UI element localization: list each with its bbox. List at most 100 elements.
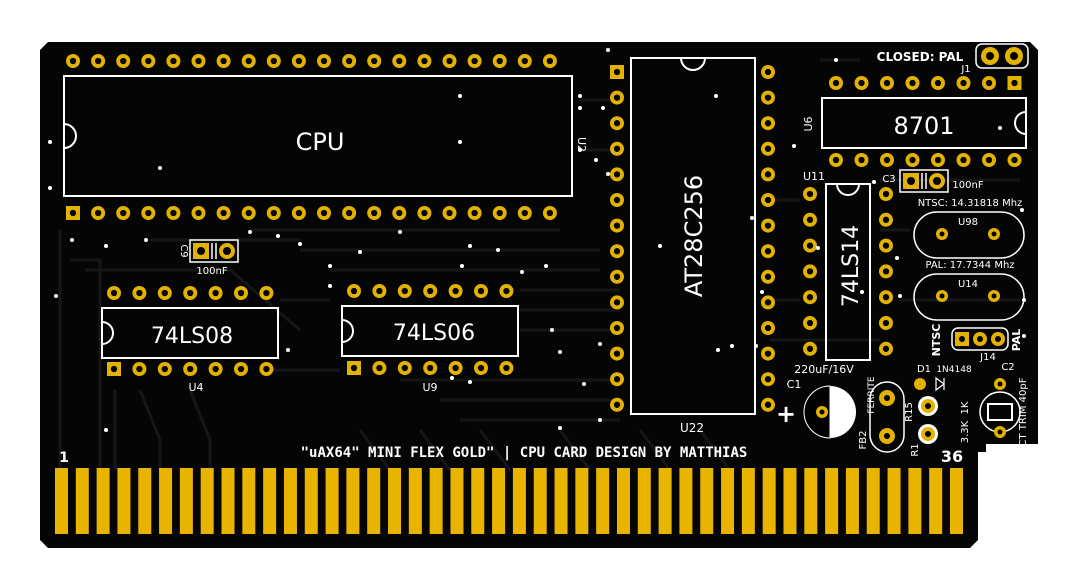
edge-finger — [325, 468, 339, 534]
edge-finger — [117, 468, 131, 534]
drill-hole — [613, 299, 621, 306]
jumper-j14: NTSC PAL J14 — [930, 324, 1023, 363]
fb2-value: FERRITE — [867, 376, 877, 414]
drill-hole — [503, 287, 510, 295]
via — [70, 238, 74, 242]
via — [760, 290, 764, 294]
via — [598, 418, 602, 422]
via — [558, 350, 562, 354]
edge-finger — [242, 468, 256, 534]
via — [658, 244, 662, 248]
crystal-u14: PAL: 17.7344 Mhz U14 — [913, 260, 1025, 321]
edge-finger — [887, 468, 901, 534]
crystal-u98: NTSC: 14.31818 Mhz U98 — [913, 198, 1025, 259]
c2-ref: C2 — [1001, 362, 1014, 373]
drill-hole — [1011, 79, 1018, 87]
eprom-pins-left — [610, 65, 624, 412]
via — [48, 140, 52, 144]
drill-hole — [94, 57, 102, 65]
drill-hole — [477, 364, 485, 372]
drill-hole — [212, 289, 219, 297]
drill-hole — [806, 345, 814, 352]
edge-finger — [741, 468, 755, 534]
via — [398, 230, 402, 234]
drill-hole — [446, 209, 453, 217]
drill-hole — [136, 289, 143, 297]
edge-finger — [637, 468, 651, 534]
u6-pins-top — [829, 76, 1022, 90]
edge-finger — [575, 468, 589, 534]
via — [578, 148, 582, 152]
drill-hole — [806, 268, 814, 275]
via — [714, 94, 718, 98]
u9-ref: U9 — [422, 381, 437, 394]
cpu-notch — [63, 123, 77, 149]
drill-hole — [882, 294, 890, 301]
edge-finger — [346, 468, 360, 534]
drill-hole — [376, 287, 383, 295]
drill-hole — [882, 190, 890, 198]
edge-finger — [908, 468, 922, 534]
drill-hole — [764, 248, 772, 255]
drill-hole — [195, 209, 202, 217]
fb2-ref: FB2 — [858, 431, 869, 450]
edge-finger — [929, 468, 943, 534]
u9-outline — [341, 305, 519, 357]
drill-hole — [613, 273, 621, 280]
u6-ref: U6 — [802, 116, 815, 131]
trimmer-c2: C2 CT TRIM 40pF — [979, 362, 1029, 446]
edge-finger — [221, 468, 235, 534]
drill-hole — [613, 350, 621, 357]
via — [458, 140, 462, 144]
via — [468, 244, 472, 248]
drill-hole — [120, 57, 127, 65]
drill-hole — [764, 94, 772, 101]
c3-ref: C3 — [882, 174, 895, 185]
drill-hole — [613, 68, 621, 76]
via — [276, 234, 280, 238]
drill-hole — [764, 324, 772, 332]
edge-finger — [762, 468, 776, 534]
edge-finger — [845, 468, 859, 534]
drill-hole — [934, 79, 942, 87]
r15-ref: R15 — [904, 402, 915, 422]
edge-connector-fingers — [55, 468, 963, 534]
d1-value: 1N4148 — [936, 365, 972, 375]
drill-hole — [764, 196, 772, 204]
via — [895, 256, 899, 260]
via — [730, 344, 734, 348]
drill-hole — [195, 57, 202, 65]
drill-hole — [270, 209, 277, 217]
via — [750, 216, 754, 220]
u11-pins-left — [803, 187, 817, 356]
drill-hole — [471, 209, 478, 217]
drill-hole — [764, 273, 772, 280]
drill-hole — [401, 287, 408, 295]
cpu-outline — [63, 75, 573, 197]
drill-hole — [320, 209, 328, 217]
edge-finger — [283, 468, 297, 534]
drill-hole — [220, 57, 227, 65]
cpu-ref: U2 — [575, 137, 588, 152]
drill-hole — [546, 57, 554, 65]
j1-note: CLOSED: PAL — [877, 50, 964, 64]
u11-ref: U11 — [803, 170, 825, 183]
via — [458, 94, 462, 98]
edge-finger — [679, 468, 693, 534]
board-banner: "uAX64" MINI FLEX GOLD" | CPU CARD DESIG… — [301, 445, 748, 461]
drill-hole — [421, 57, 428, 65]
pin-last: 36 — [941, 447, 963, 466]
u4-notch — [101, 321, 114, 345]
drill-hole — [909, 79, 916, 87]
drill-hole — [145, 209, 152, 217]
via — [998, 126, 1002, 130]
drill-hole — [94, 209, 102, 217]
drill-hole — [1011, 156, 1018, 164]
via — [872, 180, 876, 184]
edge-finger — [512, 468, 526, 534]
drill-hole — [960, 156, 967, 164]
drill-hole — [145, 57, 152, 65]
via — [520, 270, 524, 274]
u4-pins-top — [107, 286, 274, 300]
